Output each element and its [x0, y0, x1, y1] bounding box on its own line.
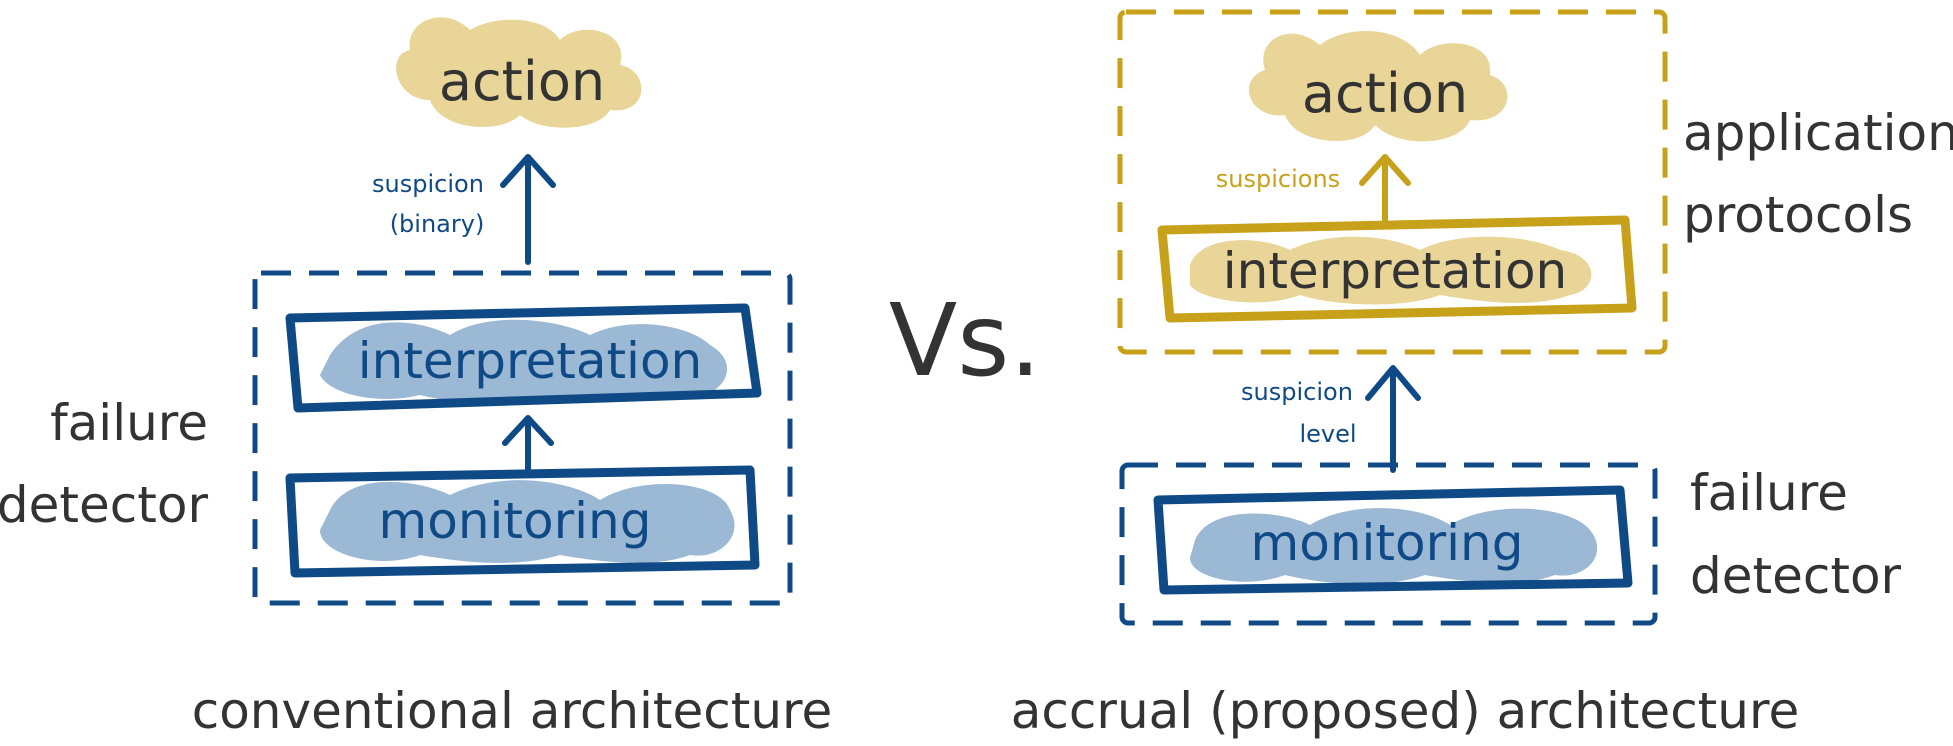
left-caption: conventional architecture	[192, 682, 833, 740]
right-application-label-line2: protocols	[1683, 186, 1913, 244]
right-suspicion-label-line2: level	[1299, 420, 1356, 448]
right-action-cloud	[1248, 31, 1508, 142]
right-suspicion-label-line1: suspicion	[1241, 378, 1353, 406]
right-application-label-line1: application,	[1683, 104, 1953, 162]
left-suspicion-label-line1: suspicion	[372, 170, 484, 198]
right-suspicions-label: suspicions	[1216, 165, 1340, 193]
left-monitoring-box	[285, 465, 760, 578]
left-failure-detector-boundary	[252, 270, 793, 606]
right-monitoring-box	[1153, 485, 1633, 595]
left-arrow-to-interpretation	[502, 415, 554, 475]
right-caption: accrual (proposed) architecture	[1011, 682, 1799, 740]
vs-label: Vs.	[889, 282, 1041, 399]
left-action-cloud	[396, 17, 642, 128]
left-failure-detector-label-line2: detector	[0, 476, 208, 534]
right-failure-detector-boundary	[1119, 462, 1658, 626]
left-action-label: action	[439, 50, 605, 113]
right-application-boundary	[1117, 9, 1668, 355]
right-failure-detector-label-line1: failure	[1690, 464, 1848, 522]
right-failure-detector-label-line2: detector	[1690, 547, 1902, 605]
right-action-label: action	[1302, 62, 1468, 125]
left-monitoring-label: monitoring	[379, 492, 652, 550]
right-arrow-to-interpretation	[1365, 365, 1421, 473]
left-interpretation-box	[285, 303, 762, 413]
left-interpretation-label: interpretation	[358, 332, 702, 390]
left-arrow-to-action	[500, 154, 556, 265]
right-monitoring-label: monitoring	[1251, 514, 1524, 572]
right-interpretation-label: interpretation	[1223, 242, 1567, 300]
right-interpretation-box	[1157, 215, 1637, 323]
left-failure-detector-label-line1: failure	[50, 394, 208, 452]
right-arrow-to-action	[1359, 154, 1411, 228]
left-suspicion-label-line2: (binary)	[390, 210, 485, 238]
